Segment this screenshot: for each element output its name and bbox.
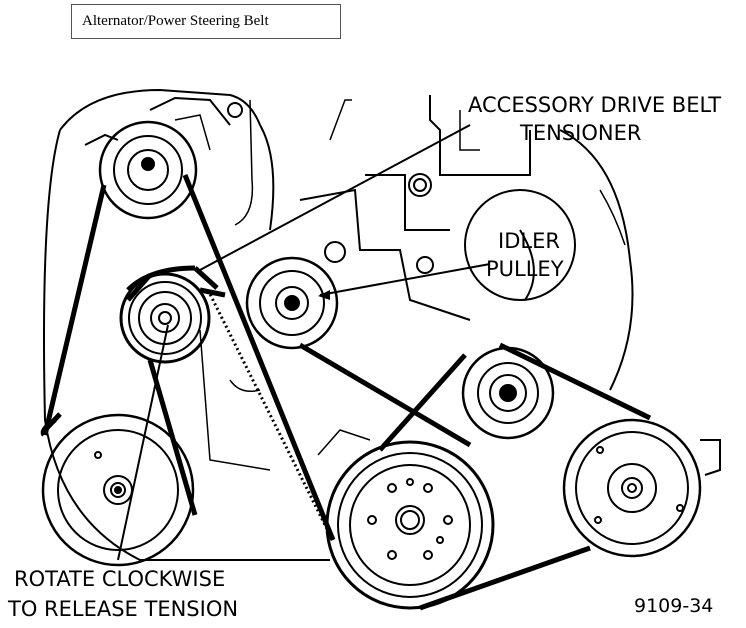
- idler-label-line1: IDLER: [498, 229, 560, 253]
- rotate-label-line1: ROTATE CLOCKWISE: [14, 567, 225, 591]
- tensioner-leader: [199, 124, 471, 271]
- drive-belts: [40, 174, 652, 611]
- tensioner-label-line2: TENSIONER: [519, 121, 641, 145]
- leader-lines: [117, 124, 491, 561]
- figure-title: Alternator/Power Steering Belt: [71, 4, 341, 39]
- engine-cylinder-ring: [324, 173, 576, 301]
- rotate-label-line2: TO RELEASE TENSION: [7, 597, 238, 621]
- figure-number: 9109-34: [634, 595, 713, 617]
- tensioner-label-line1: ACCESSORY DRIVE BELT: [468, 93, 721, 117]
- idler-leader: [319, 263, 491, 296]
- idler-label-line2: PULLEY: [486, 257, 564, 281]
- alternator-pulley: [84, 96, 243, 220]
- engine-block-outline: [43, 88, 721, 561]
- idler-pulley: [245, 256, 339, 350]
- crankshaft-pulley: [325, 440, 495, 610]
- tensioner-pulley: [119, 272, 211, 364]
- rotate-leader: [117, 324, 169, 561]
- power-steering-pulley: [41, 413, 195, 567]
- water-pump-pulley: [562, 418, 702, 558]
